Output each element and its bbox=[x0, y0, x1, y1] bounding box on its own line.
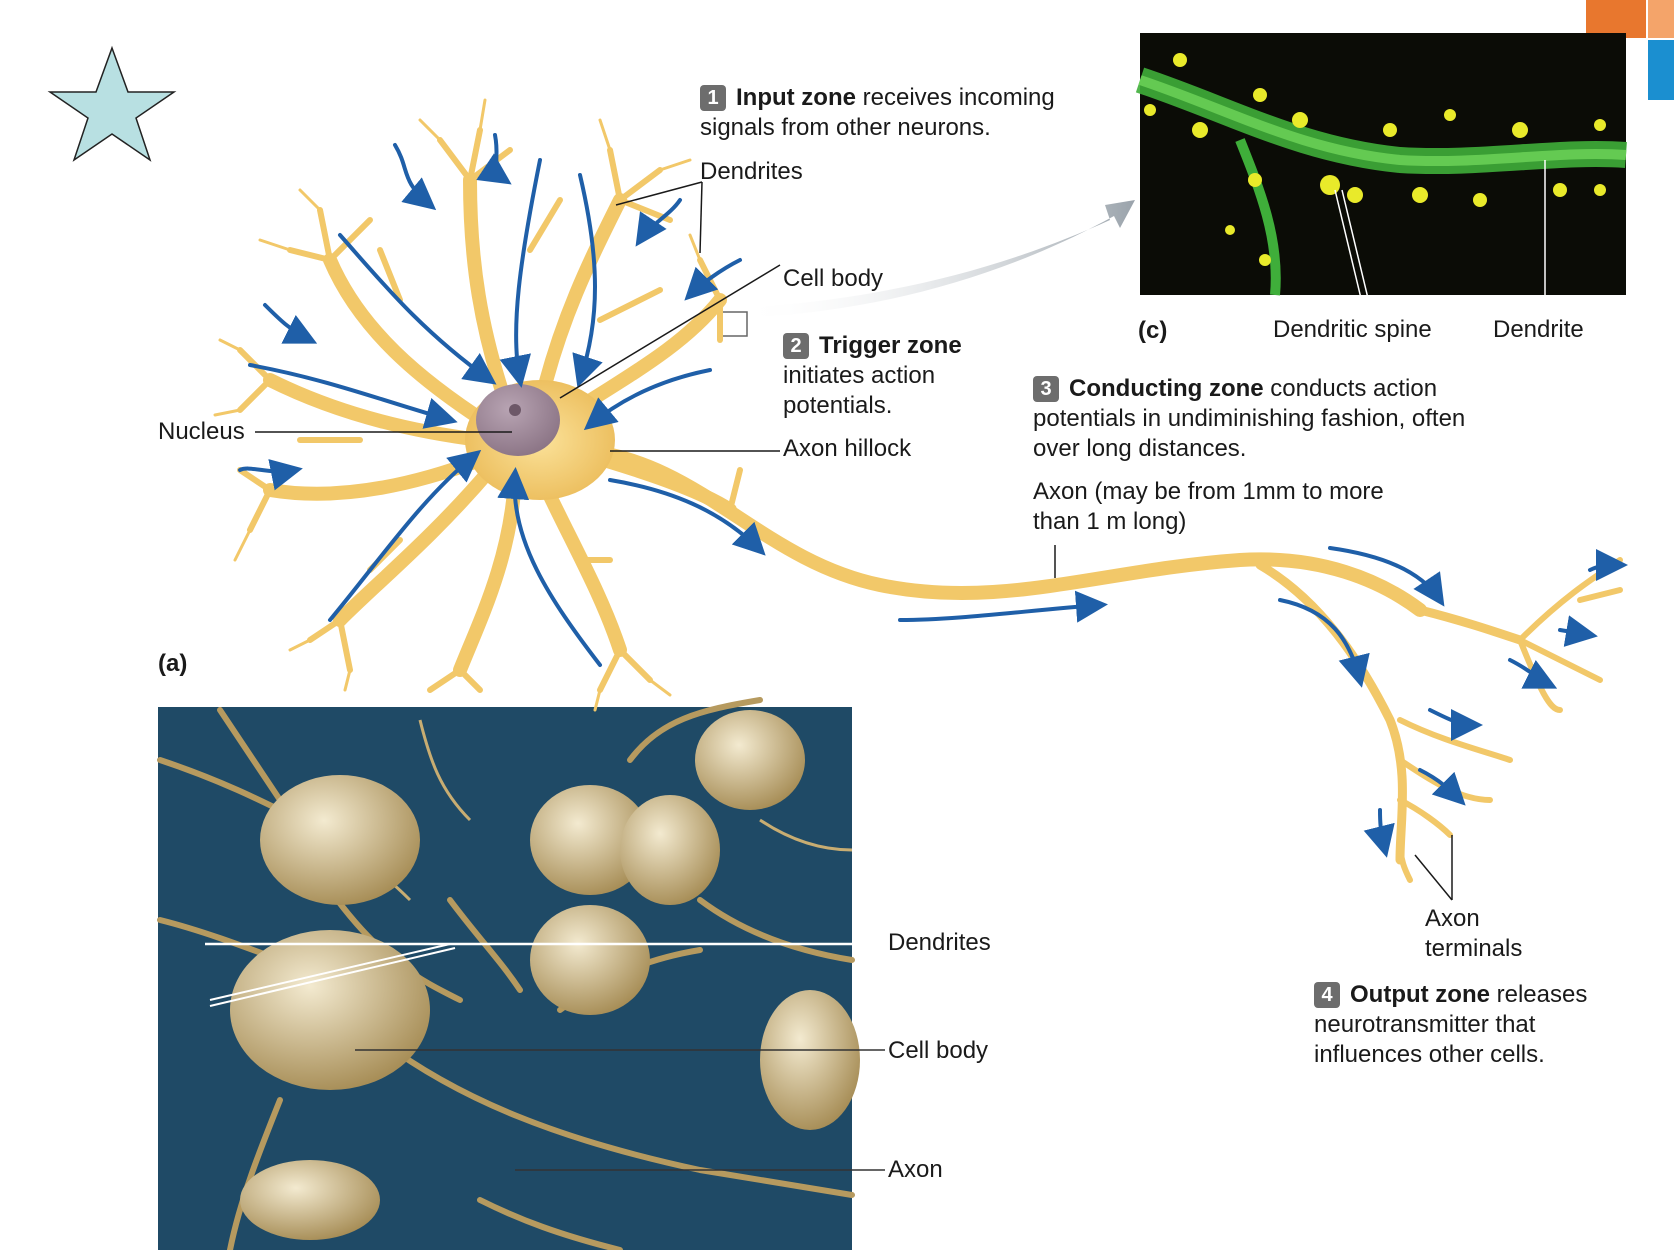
label-dendrites: Dendrites bbox=[700, 158, 803, 185]
zone-2-title: Trigger zone bbox=[819, 332, 962, 359]
label-nucleus: Nucleus bbox=[158, 418, 245, 445]
sem-micrograph bbox=[157, 697, 885, 1250]
accent-orange bbox=[1586, 0, 1646, 38]
zone-3: 3 Conducting zone conducts action potenti… bbox=[1033, 374, 1503, 464]
micrograph-label-cell-body: Cell body bbox=[888, 1037, 989, 1064]
zoom-arrow bbox=[740, 200, 1135, 318]
label-axon-hillock: Axon hillock bbox=[783, 435, 912, 462]
zone-4-number: 4 bbox=[1314, 982, 1340, 1008]
nucleus bbox=[476, 384, 560, 456]
zone-3-text: conducts action potentials in undiminish… bbox=[1033, 375, 1466, 462]
zone-1-number: 1 bbox=[700, 85, 726, 111]
label-axon: Axon (may be from 1mm to more than 1 m l… bbox=[1033, 478, 1384, 535]
zone-4: 4 Output zone releases neurotransmitter t… bbox=[1314, 980, 1634, 1070]
fluorescent-micrograph bbox=[1135, 33, 1627, 316]
zone-4-title: Output zone bbox=[1350, 981, 1490, 1008]
label-dendrite: Dendrite bbox=[1493, 316, 1584, 343]
zone-1-title: Input zone bbox=[736, 84, 856, 111]
label-cell-body: Cell body bbox=[783, 265, 884, 292]
zone-2-text: initiates action potentials. bbox=[783, 362, 936, 419]
signal-arrows bbox=[238, 133, 1628, 858]
zone-3-number: 3 bbox=[1033, 376, 1059, 402]
zone-3-title: Conducting zone bbox=[1069, 375, 1264, 402]
zone-4-text: releases neurotransmitter that influence… bbox=[1314, 981, 1588, 1068]
micrograph-label-dendrites: Dendrites bbox=[888, 929, 991, 956]
label-dendritic-spine: Dendritic spine bbox=[1273, 316, 1432, 343]
star-icon bbox=[47, 45, 177, 162]
panel-label-a: (a) bbox=[158, 650, 188, 677]
zone-2-number: 2 bbox=[783, 333, 809, 359]
label-axon-terminals: Axon terminals bbox=[1425, 905, 1523, 962]
micrograph-label-axon: Axon bbox=[888, 1156, 943, 1183]
zone-2: 2 Trigger zone initiates action potential… bbox=[783, 331, 1003, 421]
accent-blue bbox=[1648, 40, 1674, 100]
panel-label-c: (c) bbox=[1138, 317, 1168, 344]
zone-1: 1 Input zone receives incoming signals fr… bbox=[700, 83, 1100, 143]
zone-1-text: receives incoming signals from other neu… bbox=[700, 84, 1055, 141]
